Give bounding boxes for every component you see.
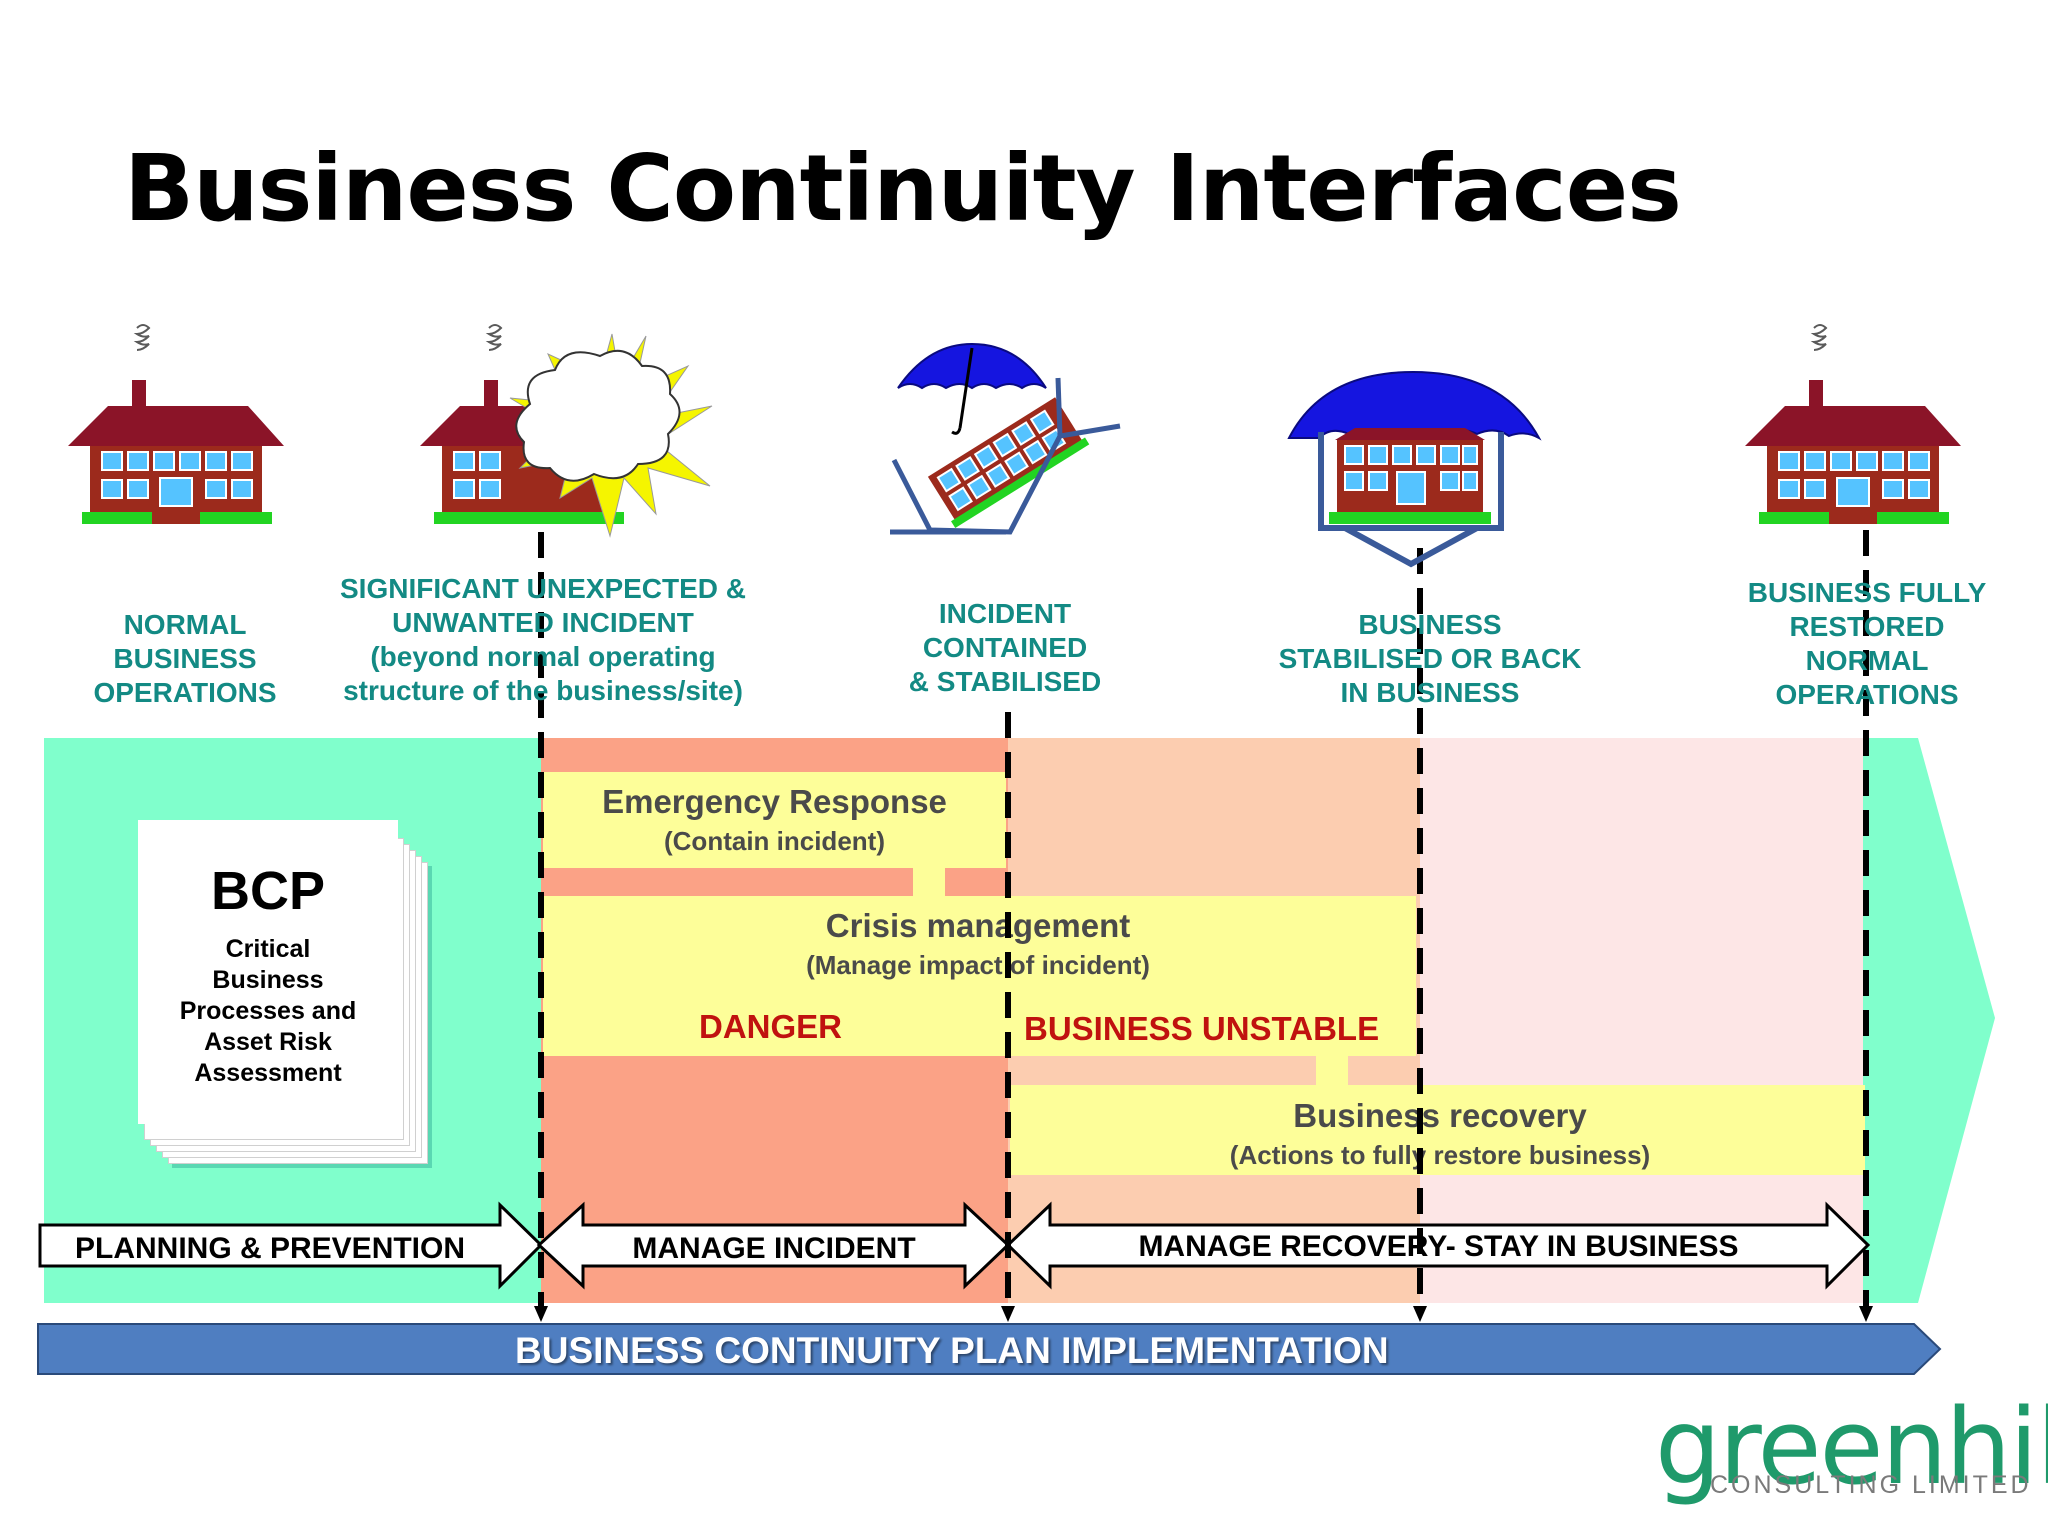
business-recovery-box — [1010, 1085, 1865, 1175]
stage-label-line: SIGNIFICANT UNEXPECTED & — [339, 573, 747, 604]
building-normal-icon — [68, 324, 284, 524]
stage-label-line: CONTAINED — [922, 632, 1088, 663]
building-incident-icon — [420, 324, 713, 538]
stage-label-line: OPERATIONS — [1775, 679, 1959, 710]
page-title: Business Continuity Interfaces — [124, 135, 1682, 242]
bcp-subtitle-line: Assessment — [194, 1059, 342, 1087]
stage-label-line: OPERATIONS — [93, 677, 277, 708]
crisis-connector — [1316, 1054, 1348, 1086]
business-recovery-title: Business recovery — [1293, 1097, 1587, 1134]
stage-label-line: UNWANTED INCIDENT — [392, 607, 694, 638]
stage-label-line: NORMAL — [1805, 645, 1929, 676]
stage-label-line: STABILISED OR BACK — [1278, 643, 1582, 674]
bcp-subtitle-line: Critical — [225, 935, 311, 963]
bcp-subtitle: Critical Business Processes and Asset Ri… — [138, 934, 398, 1089]
stage-label-normal: NORMAL BUSINESS OPERATIONS — [55, 608, 315, 710]
stage-label-contained: INCIDENT CONTAINED & STABILISED — [880, 597, 1130, 699]
explosion-cloud — [515, 349, 681, 482]
stage-label-line: NORMAL — [123, 609, 247, 640]
stage-label-line: IN BUSINESS — [1340, 677, 1520, 708]
implementation-label: BUSINESS CONTINUITY PLAN IMPLEMENTATION — [515, 1330, 1389, 1371]
bcp-document: BCP Critical Business Processes and Asse… — [138, 820, 398, 1124]
crisis-management-subtitle: (Manage impact of incident) — [806, 950, 1150, 980]
stage-label-line: & STABILISED — [908, 666, 1102, 697]
stage-label-line: BUSINESS — [113, 643, 257, 674]
building-stabilised-icon — [1287, 370, 1542, 568]
timeline-arrow-head — [1863, 738, 1995, 1303]
manage-recovery-arrow-shape — [1005, 1201, 1871, 1290]
business-recovery-subtitle: (Actions to fully restore business) — [1229, 1140, 1651, 1170]
emergency-connector — [913, 866, 945, 898]
bcp-subtitle-line: Asset Risk — [204, 1028, 332, 1056]
milestone-lines — [534, 530, 1873, 1322]
emergency-response-box — [543, 772, 1006, 868]
building-contained-icon — [890, 342, 1121, 535]
stage-label-line: INCIDENT — [938, 598, 1072, 629]
stage-label-line: RESTORED — [1789, 611, 1945, 642]
crisis-management-box — [543, 896, 1416, 1056]
emergency-response-subtitle: (Contain incident) — [664, 826, 885, 856]
manage-recovery-label: MANAGE RECOVERY- STAY IN BUSINESS — [1138, 1230, 1739, 1263]
stage-label-incident: SIGNIFICANT UNEXPECTED & UNWANTED INCIDE… — [318, 572, 768, 708]
stage-label-line: structure of the business/site) — [343, 675, 743, 706]
greenhill-logo: greenhill CONSULTING LIMITED — [1655, 1395, 2048, 1505]
building-restored-icon — [1745, 324, 1961, 524]
danger-label: DANGER — [699, 1008, 843, 1045]
logo-tagline: CONSULTING LIMITED — [1710, 1471, 2032, 1499]
planning-prevention-label: PLANNING & PREVENTION — [74, 1232, 466, 1265]
business-unstable-label: BUSINESS UNSTABLE — [1024, 1010, 1380, 1047]
umbrella-canopy — [897, 342, 1047, 390]
bcp-title: BCP — [210, 861, 325, 921]
stage-label-line: (beyond normal operating — [370, 641, 716, 672]
manage-incident-label: MANAGE INCIDENT — [632, 1232, 916, 1265]
crisis-management-title: Crisis management — [825, 907, 1131, 944]
stage-label-restored: BUSINESS FULLY RESTORED NORMAL OPERATION… — [1722, 576, 2012, 712]
stage-label-stabilised: BUSINESS STABILISED OR BACK IN BUSINESS — [1250, 608, 1610, 710]
logo-wordmark: greenhill — [1655, 1386, 2048, 1508]
emergency-response-title: Emergency Response — [602, 783, 947, 820]
stage-label-line: BUSINESS — [1358, 609, 1502, 640]
planning-arrow-shape — [38, 1201, 544, 1290]
stage-label-line: BUSINESS FULLY — [1747, 577, 1987, 608]
implementation-bar — [37, 1323, 1942, 1375]
bcp-subtitle-line: Processes and — [179, 997, 357, 1025]
recovery-zone — [1420, 738, 1863, 1303]
bcp-subtitle-line: Business — [212, 966, 324, 994]
phase-arrows — [38, 1201, 1871, 1290]
